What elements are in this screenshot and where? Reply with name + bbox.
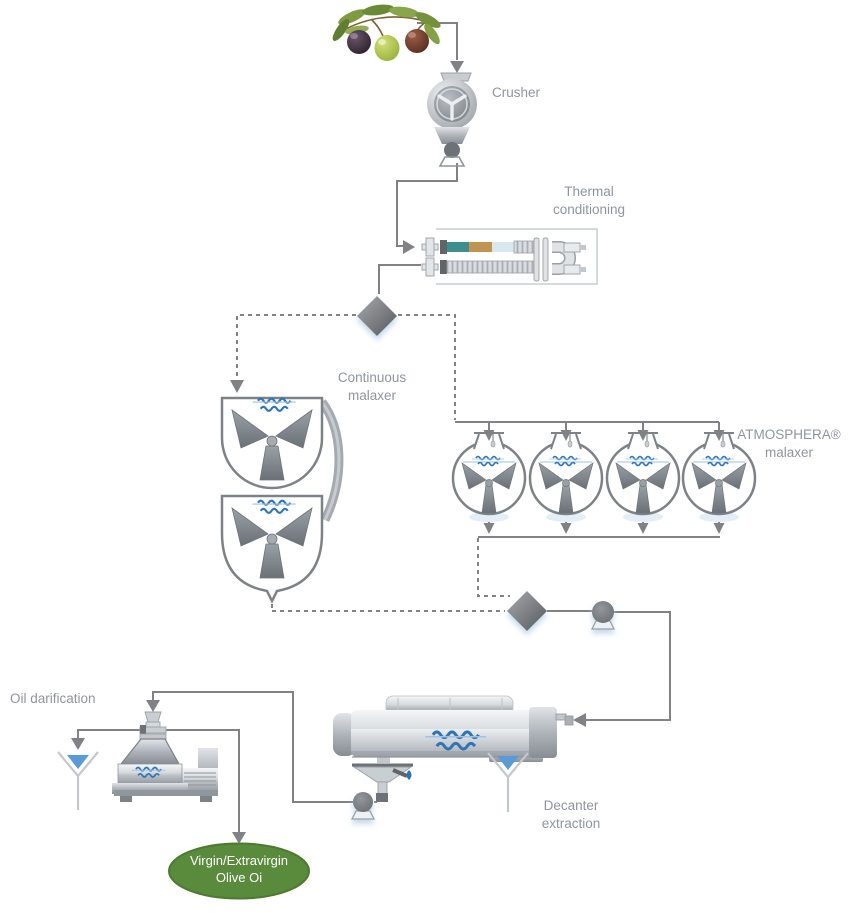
pipe-crusher-to-heatexchanger bbox=[396, 163, 458, 247]
atmosphera-vessel bbox=[528, 432, 604, 522]
atmosphera-vessel bbox=[681, 432, 757, 522]
black-olive bbox=[347, 30, 371, 54]
olives-illustration bbox=[332, 4, 441, 61]
arrow-into-product bbox=[232, 832, 246, 844]
crusher-impeller-icon bbox=[437, 94, 467, 121]
pipe-dashed-to-atmosphera bbox=[398, 314, 456, 420]
separator-machine bbox=[112, 711, 218, 802]
paddle-icon bbox=[538, 462, 594, 514]
green-olive bbox=[374, 35, 400, 61]
arrow-out-3 bbox=[637, 523, 649, 534]
leaf bbox=[362, 4, 394, 16]
pump-1 bbox=[590, 601, 616, 630]
atmosphera-vessel bbox=[605, 432, 681, 522]
arrow-into-malaxer bbox=[230, 380, 244, 393]
arrow-feed-4 bbox=[713, 430, 725, 441]
oil-drop-icon bbox=[406, 770, 412, 780]
arrow-into-heatexchanger bbox=[403, 240, 415, 254]
label-line: Continuous bbox=[337, 370, 407, 385]
paddle-icon bbox=[691, 462, 747, 514]
junction-diamond-1 bbox=[357, 296, 397, 336]
paddle-icon bbox=[615, 462, 671, 514]
arrow-into-waterfunnel bbox=[71, 738, 85, 750]
label-line: Olive Oi bbox=[215, 870, 263, 885]
crusher-machine bbox=[427, 72, 477, 167]
atmosphera-malaxer-group bbox=[451, 432, 757, 522]
funnel-drop-icon bbox=[497, 756, 519, 770]
label-line: conditioning bbox=[552, 202, 626, 217]
arrow-into-crusher bbox=[450, 61, 464, 73]
label-line: ATMOSPHERA® bbox=[737, 427, 841, 442]
leaf bbox=[424, 23, 440, 45]
arrow-out-2 bbox=[560, 523, 572, 534]
brown-olive bbox=[405, 29, 429, 53]
arrow-out-1 bbox=[483, 523, 495, 534]
water-funnel bbox=[57, 751, 99, 810]
atmosphera-outlet-stems bbox=[488, 514, 720, 523]
label-line: extraction bbox=[541, 816, 601, 831]
atmosphera-vessel bbox=[451, 432, 527, 522]
label-line: Virgin/Extravirgin bbox=[189, 853, 289, 868]
label-line: Thermal bbox=[564, 184, 614, 199]
continuous-malaxer bbox=[220, 396, 344, 604]
label-atmosphera-malaxer: ATMOSPHERA® malaxer bbox=[714, 426, 858, 462]
label-oil-clarification: Oil darification bbox=[10, 691, 96, 706]
heat-exchanger bbox=[421, 228, 598, 285]
pipe-heatexchanger-to-diamond bbox=[378, 264, 421, 294]
malaxer-paddle-icon bbox=[231, 507, 313, 579]
junction-diamond-2 bbox=[507, 591, 547, 631]
arrow-into-decanter bbox=[573, 713, 586, 727]
pipe-pump-to-decanter bbox=[586, 611, 671, 721]
pipe-dashed-atmosphera-to-diamond2 bbox=[477, 538, 510, 597]
leaf bbox=[415, 12, 441, 28]
decanter-oil-tray bbox=[352, 763, 413, 802]
decanter-machine bbox=[333, 695, 574, 802]
leaf bbox=[332, 19, 350, 41]
leaf bbox=[389, 6, 419, 18]
pipe-separator-to-product bbox=[166, 729, 240, 832]
label-crusher: Crusher bbox=[492, 85, 541, 100]
atmosphera-feed-stems bbox=[488, 422, 720, 431]
arrow-out-4 bbox=[713, 523, 725, 534]
pipe-dashed-to-continuous-malaxer bbox=[236, 314, 356, 380]
arrow-feed-2 bbox=[560, 430, 572, 441]
arrow-feed-3 bbox=[637, 430, 649, 441]
pomace-funnel bbox=[487, 752, 529, 812]
label-line: Decanter bbox=[543, 798, 599, 813]
pipe-dashed-malaxer-to-diamond2 bbox=[271, 604, 505, 612]
label-thermal-conditioning: Thermal conditioning bbox=[519, 183, 659, 219]
malaxer-paddle-icon bbox=[231, 409, 313, 481]
flow-arrowheads bbox=[71, 61, 725, 844]
label-line: malaxer bbox=[764, 445, 813, 460]
label-decanter-extraction: Decanter extraction bbox=[501, 797, 641, 833]
pipe-separator-to-waterfunnel bbox=[77, 729, 141, 738]
pump-2 bbox=[350, 792, 376, 820]
pipe-pump2-to-separator bbox=[152, 691, 353, 803]
funnel-drop-icon bbox=[67, 755, 89, 769]
paddle-icon bbox=[461, 462, 517, 514]
label-continuous-malaxer: Continuous malaxer bbox=[302, 369, 442, 405]
arrow-into-separator bbox=[146, 700, 160, 712]
label-line: malaxer bbox=[347, 388, 396, 403]
product-label: Virgin/Extravirgin Olive Oi bbox=[168, 852, 310, 886]
arrow-feed-1 bbox=[483, 430, 495, 441]
